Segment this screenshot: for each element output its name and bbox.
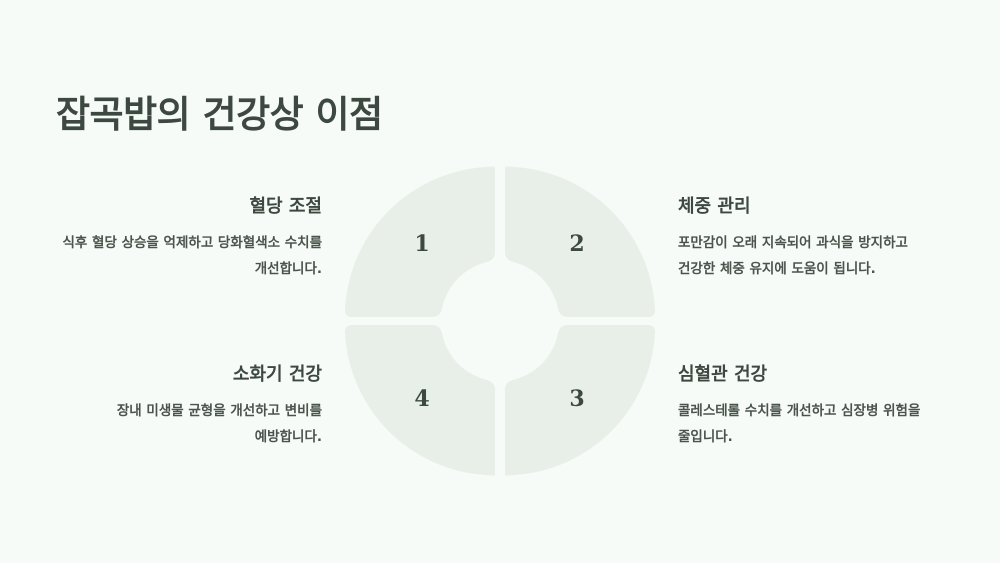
quadrant-number-2: 2 — [569, 231, 585, 257]
benefit-cardiovascular: 심혈관 건강 콜레스테롤 수치를 개선하고 심장병 위험을 줄입니다. — [678, 362, 948, 450]
quadrant-4 — [345, 325, 495, 476]
quadrant-number-3: 3 — [569, 386, 585, 412]
quadrant-number-1: 1 — [414, 231, 430, 257]
benefit-heading: 심혈관 건강 — [678, 364, 768, 385]
quadrant-1 — [345, 166, 495, 317]
benefit-heading: 체중 관리 — [678, 196, 751, 217]
quadrant-2 — [505, 166, 655, 317]
quadrant-wheel: 1 2 4 3 — [342, 162, 658, 480]
benefit-digestive: 소화기 건강 장내 미생물 균형을 개선하고 변비를 예방합니다. — [52, 362, 322, 450]
benefit-description: 장내 미생물 균형을 개선하고 변비를 예방합니다. — [116, 403, 322, 445]
quadrant-wheel-graphic — [345, 166, 655, 476]
quadrant-number-4: 4 — [414, 386, 430, 412]
page-title: 잡곡밥의 건강상 이점 — [56, 93, 383, 136]
benefit-description: 콜레스테롤 수치를 개선하고 심장병 위험을 줄입니다. — [678, 403, 921, 445]
quadrant-3 — [505, 325, 655, 476]
benefit-weight: 체중 관리 포만감이 오래 지속되어 과식을 방지하고 건강한 체중 유지에 도… — [678, 194, 948, 282]
benefit-heading: 혈당 조절 — [249, 196, 322, 217]
benefit-heading: 소화기 건강 — [232, 364, 322, 385]
benefit-description: 포만감이 오래 지속되어 과식을 방지하고 건강한 체중 유지에 도움이 됩니다… — [678, 235, 908, 277]
benefit-blood-sugar: 혈당 조절 식후 혈당 상승을 억제하고 당화혈색소 수치를 개선합니다. — [52, 194, 322, 282]
benefit-description: 식후 혈당 상승을 억제하고 당화혈색소 수치를 개선합니다. — [62, 235, 322, 277]
